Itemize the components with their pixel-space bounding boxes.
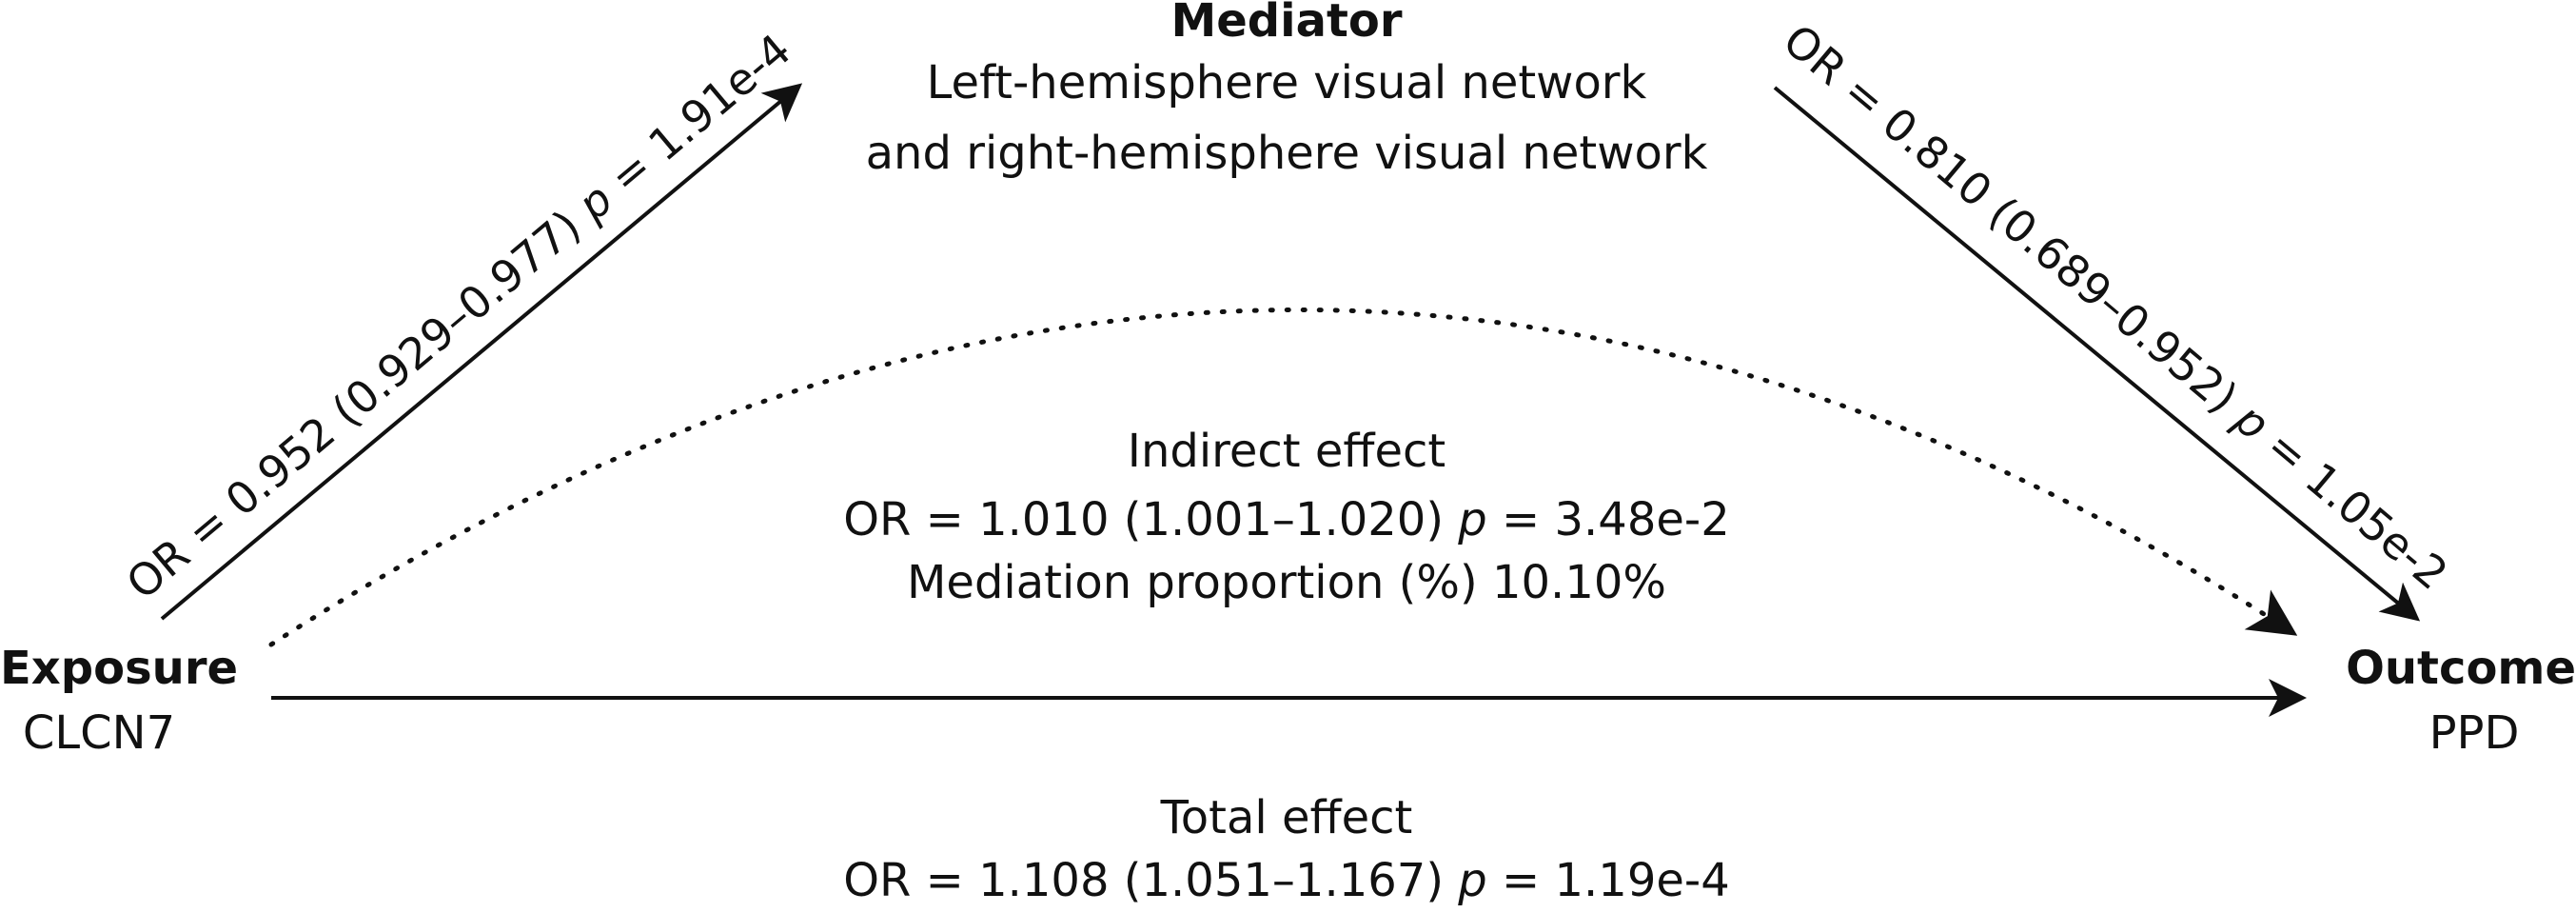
mediation-proportion: Mediation proportion (%) 10.10% (907, 556, 1666, 609)
total-or-text: OR = 1.108 (1.051–1.167) (843, 854, 1458, 907)
mediator-line-2: and right-hemisphere visual network (866, 127, 1708, 180)
mediator-to-outcome-arrow (1773, 86, 2421, 622)
total-effect-block: Total effect OR = 1.108 (1.051–1.167) p … (843, 791, 1730, 907)
total-effect-title: Total effect (1160, 791, 1413, 844)
indirect-p-value: = 3.48e-2 (1487, 493, 1730, 546)
exposure-to-mediator-arrow (160, 83, 803, 621)
exposure-node: Exposure CLCN7 (0, 642, 238, 760)
indirect-effect-or: OR = 1.010 (1.001–1.020) p = 3.48e-2 (843, 493, 1730, 546)
mediator-line-1: Left-hemisphere visual network (927, 56, 1647, 109)
outcome-title: Outcome (2346, 642, 2576, 695)
exposure-name: CLCN7 (23, 706, 175, 760)
total-p-symbol: p (1457, 854, 1486, 907)
indirect-or-text: OR = 1.010 (1.001–1.020) (843, 493, 1458, 546)
path-a-label: OR = 0.952 (0.929–0.977) p = 1.91e-4 (117, 24, 801, 609)
total-p-value: = 1.19e-4 (1487, 854, 1730, 907)
total-effect-or: OR = 1.108 (1.051–1.167) p = 1.19e-4 (843, 854, 1730, 907)
exposure-title: Exposure (0, 642, 238, 695)
outcome-name: PPD (2429, 706, 2520, 760)
path-a-p-value: = 1.91e-4 (589, 24, 800, 212)
path-b-or: OR = 0.810 (0.689–0.952) (1774, 14, 2258, 432)
outcome-node: Outcome PPD (2346, 642, 2576, 760)
indirect-p-symbol: p (1457, 493, 1486, 546)
mediator-node: Mediator Left-hemisphere visual network … (866, 0, 1708, 180)
indirect-effect-title: Indirect effect (1128, 425, 1445, 478)
path-a-or: OR = 0.952 (0.929–0.977) (117, 191, 601, 609)
indirect-effect-dotted-curve (268, 308, 2298, 647)
mediator-title: Mediator (1170, 0, 1402, 48)
indirect-effect-block: Indirect effect OR = 1.010 (1.001–1.020)… (843, 425, 1730, 609)
path-b-label: OR = 0.810 (0.689–0.952) p = 1.05e-2 (1774, 14, 2458, 600)
